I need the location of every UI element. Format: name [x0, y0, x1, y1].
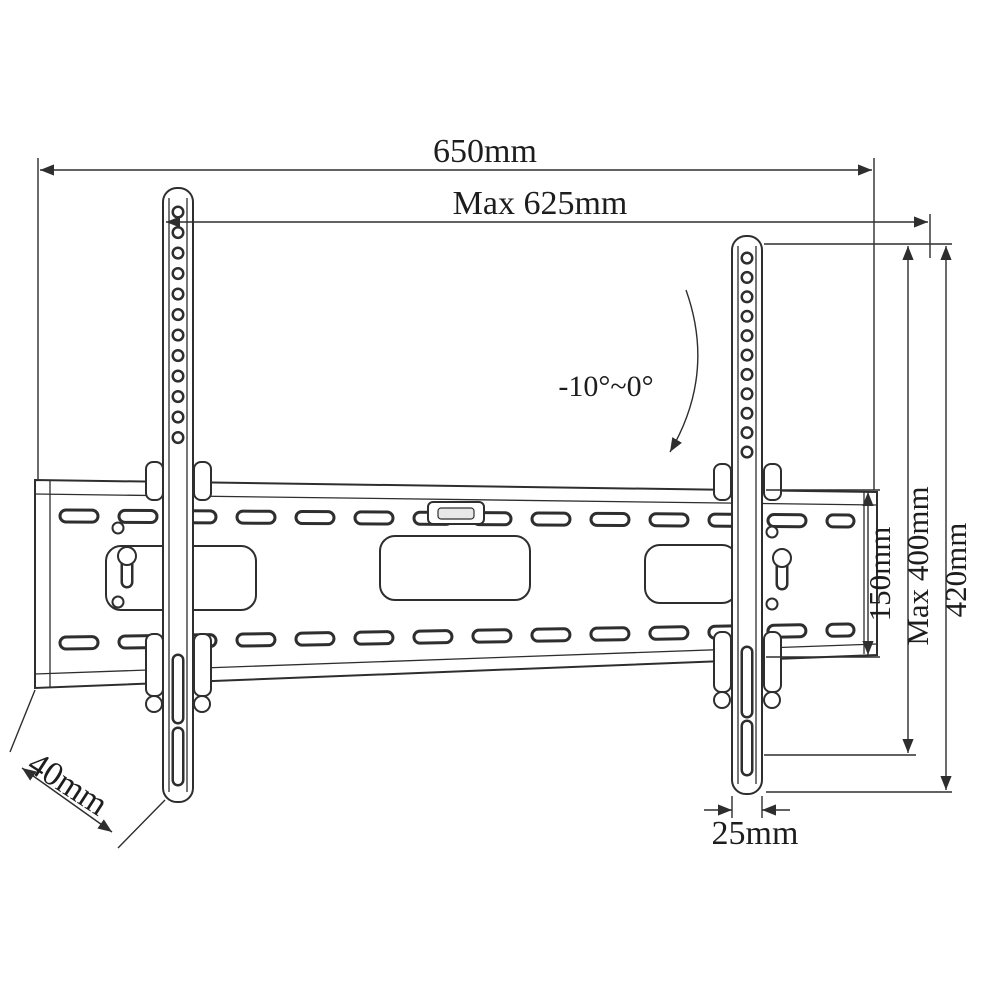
keyhole-right-circle — [772, 548, 792, 568]
wall-plate-slot-row-top — [58, 508, 856, 529]
right-clamp-outer — [763, 631, 782, 693]
tilt-range-label: -10°~0° — [558, 370, 653, 403]
dim-25-label: 25mm — [712, 815, 799, 852]
tilt-arc-arrow — [669, 289, 699, 453]
dimension-depth: 40mm — [9, 689, 166, 849]
left-knob-inner — [193, 695, 211, 713]
bubble-level-vial — [437, 507, 475, 520]
tv-bracket-right — [731, 235, 763, 795]
ext-line-40-left — [9, 689, 36, 753]
screw-right-top — [765, 525, 779, 539]
right-knob-outer — [763, 691, 781, 709]
left-clamp-outer — [145, 633, 164, 697]
clamp-knobs — [145, 691, 781, 713]
dimension-bracket-width: 25mm — [704, 796, 798, 852]
dim-400-label: Max 400mm — [900, 486, 935, 645]
dim-40-label: 40mm — [21, 745, 114, 823]
dim-420-label: 420mm — [938, 523, 973, 618]
dim-625-label: Max 625mm — [453, 185, 628, 222]
right-hook-inner — [713, 463, 732, 501]
left-hook-inner — [193, 461, 212, 501]
screw-left-bottom — [111, 595, 125, 609]
dimension-max-width: Max 625mm — [166, 185, 931, 258]
left-hook-outer — [145, 461, 164, 501]
dimension-bracket-height: 420mm — [766, 246, 973, 793]
wall-plate-keyhole-left — [117, 546, 137, 589]
right-knob-inner — [713, 691, 731, 709]
screw-left-top — [111, 521, 125, 535]
right-clamp-inner — [713, 631, 732, 693]
dim-650-label: 650mm — [433, 133, 537, 170]
right-hook-outer — [763, 463, 782, 501]
dim-line-40 — [21, 767, 113, 833]
ext-line-40-right — [117, 799, 166, 849]
tilt-angle-annotation: -10°~0° — [558, 289, 699, 453]
dimension-max-height: Max 400mm — [764, 243, 952, 756]
keyhole-left-circle — [117, 546, 137, 566]
dimension-total-width: 650mm — [37, 133, 875, 490]
tv-bracket-left-body — [162, 187, 194, 803]
dimension-plate-height: 150mm — [766, 489, 897, 658]
dim-150-label: 150mm — [862, 527, 897, 622]
screw-right-bottom — [765, 597, 779, 611]
bubble-level — [427, 501, 485, 525]
slot-row-top-inner — [61, 511, 853, 526]
tv-bracket-right-body — [731, 235, 763, 795]
wall-plate-cutout-center — [379, 535, 531, 601]
left-clamp-inner — [193, 633, 212, 697]
left-knob-outer — [145, 695, 163, 713]
wall-plate-keyhole-right — [772, 548, 792, 591]
wall-plate-cutout-right — [644, 544, 738, 604]
tv-bracket-left — [162, 187, 194, 803]
